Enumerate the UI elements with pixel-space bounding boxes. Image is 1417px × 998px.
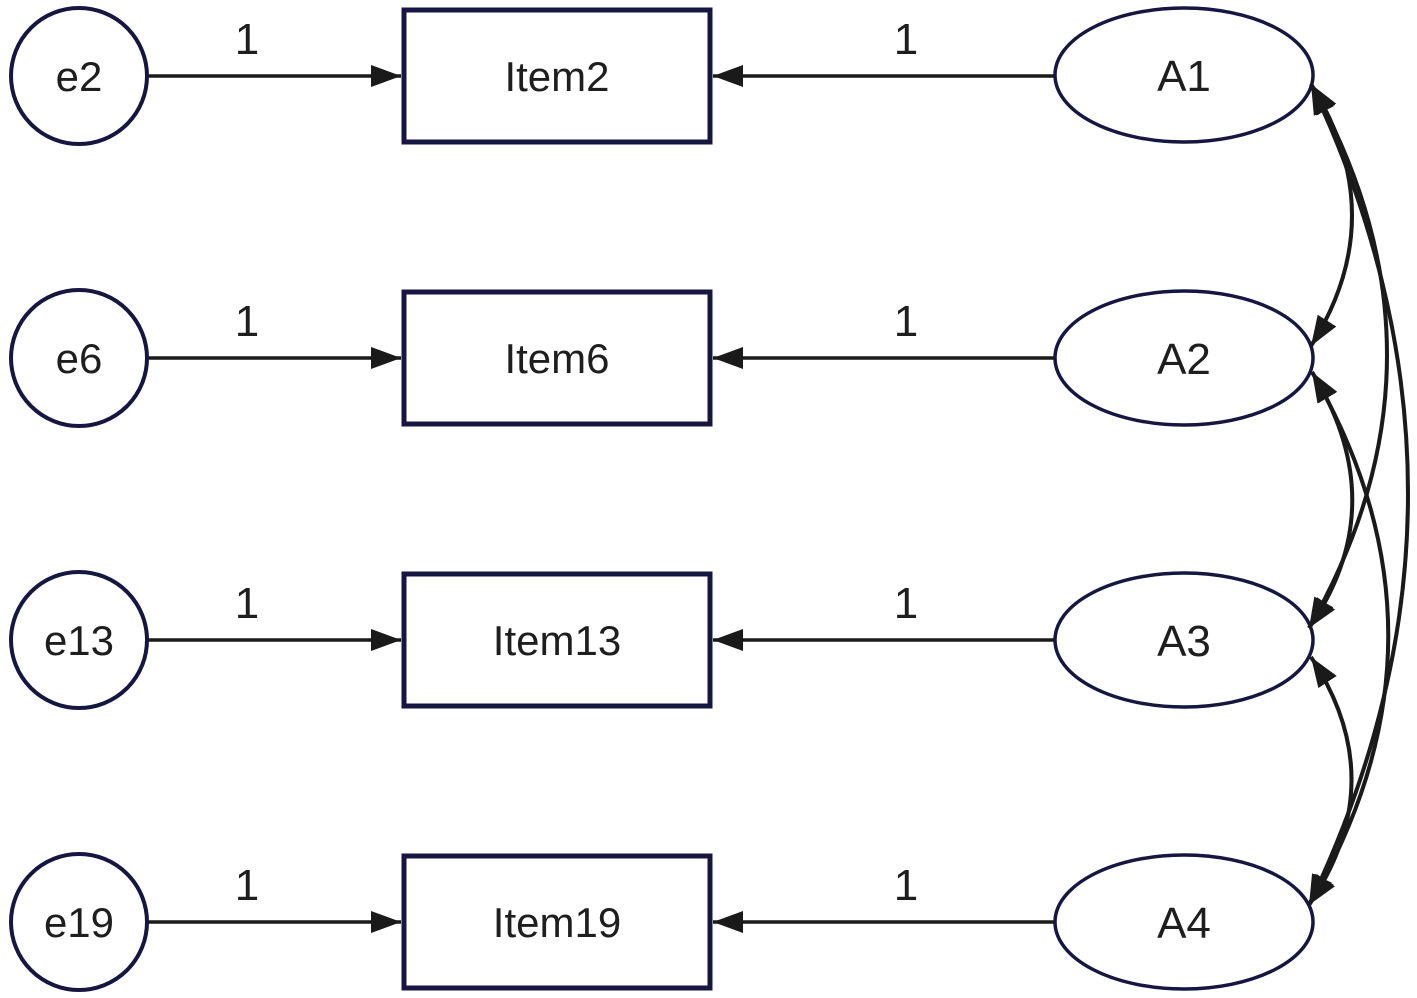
loading-label-a4-item19: 1 — [894, 861, 918, 910]
error-circle — [9, 288, 149, 428]
item-label: Item6 — [504, 335, 609, 382]
covariance-a3-a4 — [1307, 655, 1354, 907]
error-circle — [9, 570, 149, 710]
row-item13: 1 1 e13 Item13 A3 — [9, 570, 1315, 710]
factor-covariances — [1307, 82, 1410, 907]
factor-node-a1: A1 — [1053, 6, 1315, 144]
loading-label-e13-item13: 1 — [235, 579, 259, 628]
loading-label-a2-item6: 1 — [894, 297, 918, 346]
item-label: Item2 — [504, 53, 609, 100]
factor-node-a2: A2 — [1053, 289, 1315, 427]
item-label: Item19 — [493, 899, 621, 946]
item-node-item2: Item2 — [401, 7, 713, 145]
error-label: e2 — [56, 53, 103, 100]
error-label: e19 — [44, 899, 114, 946]
error-node-e13: e13 — [9, 570, 149, 710]
error-circle — [9, 852, 149, 992]
covariance-a1-a4 — [1307, 83, 1410, 906]
error-node-e2: e2 — [9, 6, 149, 146]
item-label: Item13 — [493, 617, 621, 664]
factor-label: A2 — [1157, 335, 1211, 384]
row-item6: 1 1 e6 Item6 A2 — [9, 288, 1315, 428]
loading-label-e2-item2: 1 — [235, 15, 259, 64]
loading-label-a1-item2: 1 — [894, 15, 918, 64]
error-label: e6 — [56, 335, 103, 382]
item-rect — [401, 289, 713, 427]
error-label: e13 — [44, 617, 114, 664]
loading-label-e19-item19: 1 — [235, 861, 259, 910]
factor-label: A1 — [1157, 52, 1211, 101]
factor-label: A3 — [1157, 617, 1211, 666]
factor-node-a4: A4 — [1053, 853, 1315, 991]
error-node-e19: e19 — [9, 852, 149, 992]
factor-ellipse — [1053, 853, 1315, 991]
row-item2: 1 1 e2 Item2 A1 — [9, 6, 1315, 146]
loading-label-e6-item6: 1 — [235, 297, 259, 346]
error-circle — [9, 6, 149, 146]
item-node-item13: Item13 — [401, 571, 713, 709]
item-node-item19: Item19 — [401, 853, 713, 991]
covariance-a2-a4 — [1307, 370, 1391, 907]
row-item19: 1 1 e19 Item19 A4 — [9, 852, 1315, 992]
factor-ellipse — [1053, 6, 1315, 144]
factor-label: A4 — [1157, 899, 1211, 948]
item-rect — [401, 853, 713, 991]
item-node-item6: Item6 — [401, 289, 713, 427]
loading-label-a3-item13: 1 — [894, 579, 918, 628]
error-node-e6: e6 — [9, 288, 149, 428]
item-rect — [401, 571, 713, 709]
factor-node-a3: A3 — [1053, 571, 1315, 709]
item-rect — [401, 7, 713, 145]
